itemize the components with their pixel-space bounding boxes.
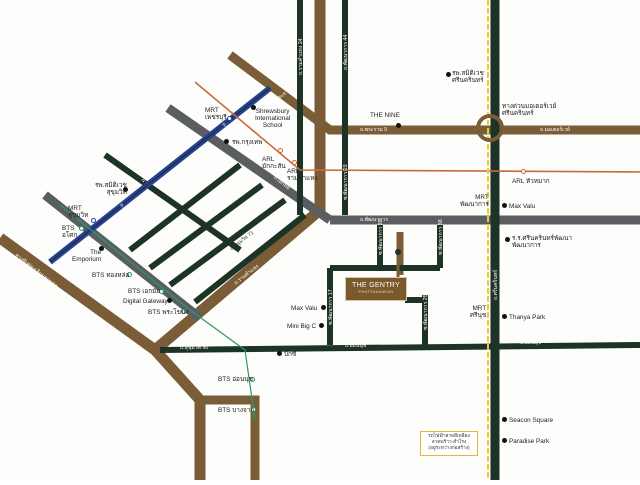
road-label-soi-25: ซ.พัฒนาการ 25 — [423, 294, 429, 330]
road-label-onnut-right: ถ.อ่อนนุช — [520, 340, 542, 346]
station-marker-arl-ramkhamhaeng — [292, 160, 297, 165]
poi-marker-bkk-hospital — [224, 139, 229, 144]
label-emporium: The Emporium — [72, 249, 102, 263]
thonglor-road — [103, 152, 242, 253]
station-marker-bts-onnut — [250, 377, 255, 382]
motorway-interchange — [476, 114, 504, 142]
label-bts-bangchak: BTS บางจาก — [218, 407, 255, 414]
poi-marker-max-valu-2 — [321, 305, 326, 310]
label-bts-asok: BTS อโศก — [62, 225, 78, 239]
poi-marker-school — [505, 237, 510, 242]
label-digital-gateway: Digital Gateway — [123, 298, 168, 305]
label-bnh-samitivej: รพ.สมิติเวช สุขุมวิท — [95, 182, 127, 196]
label-seacon: Seacon Square — [509, 417, 554, 424]
road-label-soi-30: ซ.พัฒนาการ 30 — [378, 219, 384, 255]
road-label-soi-29: ซ.พัฒนาการ 29 — [343, 164, 349, 200]
label-lotus: บิ๊กซี — [284, 351, 297, 358]
poi-marker-thanya-park — [502, 314, 507, 319]
station-marker-mrt-phetchaburi — [227, 116, 232, 121]
note-line-2: ลาดพร้าว-สำโรง — [431, 440, 467, 445]
station-marker-arl-huamak — [521, 169, 526, 174]
label-mrt-phatthanakan: MRT พัฒนาการ — [460, 194, 489, 208]
label-arl-ramkhamhaeng: ARL รามคำแหง — [287, 168, 318, 182]
label-bts-onnut: BTS อ่อนนุช — [218, 376, 253, 383]
label-shrewsbury: Shrewsbury International School — [255, 108, 291, 129]
poi-marker-lotus — [277, 351, 282, 356]
label-thanya-park: Thanya Park — [509, 314, 546, 321]
sukhumvit-62-road — [195, 395, 260, 480]
label-arl-huamak: ARL หัวหมาก — [512, 178, 550, 185]
poi-marker-digital-gateway — [167, 298, 172, 303]
label-mrt-srinut: MRT ศรีนุช — [470, 305, 487, 319]
poi-marker-mini-big-c — [319, 323, 324, 328]
label-mrt-phetchaburi: MRT เพชรบุรี — [205, 107, 227, 121]
note-line-3: (อยู่ระหว่างก่อสร้าง) — [428, 446, 470, 451]
bts-green-line — [59, 204, 256, 421]
label-mrt-sukhumvit: MRT สุขุมวิท — [68, 205, 89, 219]
label-school: ร.ร.ศรีนครินทร์พัฒนา พัฒนาการ — [512, 235, 572, 249]
road-label-sukhumvit-50: ถ.สุขุมวิท 50 — [180, 345, 209, 351]
label-arl-makkasan: ARL มักกะสัน — [262, 156, 286, 170]
rama9-road — [227, 51, 640, 135]
poi-marker-the-nine — [396, 123, 401, 128]
label-samitivej-srinakarin: รพ.สมิติเวช ศรีนครินทร์ — [452, 70, 484, 84]
poi-marker-samitivej-srinakarin — [446, 72, 451, 77]
project-badge: THE GENTRY PHATTHANAKAN — [345, 277, 407, 301]
arl-line — [194, 81, 640, 173]
road-label-soi-17: ซ.พัฒนาการ 17 — [328, 289, 334, 325]
yellow-line-note: รถไฟฟ้าสายสีเหลือง ลาดพร้าว-สำโรง (อยู่ร… — [420, 431, 478, 456]
label-the-nine: THE NINE — [370, 112, 400, 119]
label-mini-big-c: Mini Big C — [287, 323, 317, 330]
road-label-phatthanakan: ถ.พัฒนาการ — [360, 217, 388, 223]
station-marker-bts-asok — [79, 226, 84, 231]
poi-marker-emporium — [99, 246, 104, 251]
project-subtitle: PHATTHANAKAN — [358, 290, 394, 294]
road-label-onnut: ถ.อ่อนนุช — [345, 343, 367, 349]
label-max-valu-1: Max Valu — [509, 203, 536, 210]
station-marker-mrt-sukhumvit — [91, 218, 96, 223]
label-bts-thonglor: BTS ทองหล่อ — [92, 272, 130, 279]
road-label-soi-38: ซ.พัฒนาการ 38 — [438, 219, 444, 255]
label-paradise: Paradise Park — [509, 438, 550, 445]
road-label-rama9: ถ.พระราม 9 — [360, 127, 388, 133]
soi-b — [148, 182, 264, 271]
label-motorway-junction: ทางด่วนมอเตอร์เวย์ ศรีนครินทร์ — [502, 103, 557, 117]
poi-marker-shrewsbury — [251, 105, 256, 110]
road-label-ramkhamhaeng-24: ถ.รามคำแหง 24 — [298, 38, 304, 75]
poi-marker-seacon — [502, 417, 507, 422]
road-label-phatthanakan-44: ถ.พัฒนาการ 44 — [343, 34, 349, 70]
station-marker-arl-makkasan — [278, 148, 283, 153]
soi-d — [193, 212, 307, 305]
soi-c — [168, 197, 287, 288]
project-name: THE GENTRY — [352, 282, 400, 289]
poi-marker-paradise — [502, 438, 507, 443]
road-label-sukhumvit-62: ถ.สุขุมวิท 62 — [205, 405, 234, 411]
expressway-road — [0, 233, 206, 480]
station-marker-bts-ekkamai — [159, 289, 164, 294]
onnut-road — [159, 342, 640, 353]
poi-marker-bnh-samitivej — [123, 187, 128, 192]
label-bts-ekkamai: BTS เอกมัย — [128, 288, 161, 295]
station-marker-bts-thonglor — [127, 272, 132, 277]
station-marker-bts-phrakhanong — [181, 309, 186, 314]
poi-marker-max-valu-1 — [502, 203, 507, 208]
note-line-1: รถไฟฟ้าสายสีเหลือง — [428, 434, 470, 439]
road-label-motorway: ถ.มอเตอร์เวย์ — [540, 127, 570, 133]
label-max-valu-2: Max Valu — [291, 305, 318, 312]
station-marker-bts-bangchak — [251, 407, 256, 412]
label-bts-phrakhanong: BTS พระโขนง — [148, 309, 189, 316]
road-label-srinakarin: ถ.ศรีนครินทร์ — [493, 269, 499, 300]
label-bkk-hospital: รพ.กรุงเทพ — [232, 139, 263, 146]
soi-a — [128, 162, 242, 253]
